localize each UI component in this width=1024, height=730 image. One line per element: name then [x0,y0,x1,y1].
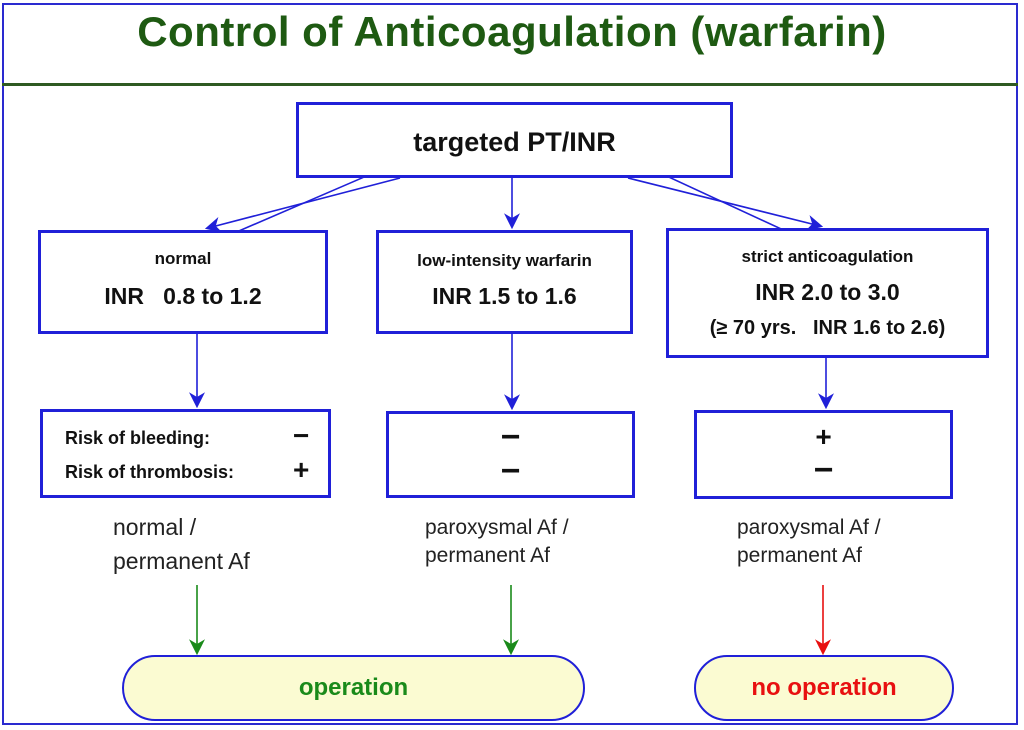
condition-line: paroxysmal Af / [737,516,881,539]
risk-thrombosis: Risk of thrombosis: [65,462,234,483]
risk-sign: − [500,452,521,490]
risk-label: Risk of bleeding: [65,428,211,448]
branch-inr: INR 1.5 to 1.6 [432,283,577,309]
diagram-frame [2,3,1018,725]
risk-sign: − [293,420,310,451]
root-box: targeted PT/INR [296,102,733,178]
risk-bleeding: Risk of bleeding: [65,428,210,449]
condition-line: permanent Af [425,544,550,567]
branch-normal-box: normal INR 0.8 to 1.2 [38,230,328,334]
outcome-no-operation: no operation [694,655,954,721]
diagram-title: Control of Anticoagulation (warfarin) [137,8,887,55]
outcome-operation: operation [122,655,585,721]
branch-note: (≥ 70 yrs. INR 1.6 to 2.6) [709,317,946,339]
branch-low-box: low-intensity warfarin INR 1.5 to 1.6 [376,230,633,334]
outcome-label: no operation [751,674,897,701]
risk-sign: + [815,421,832,452]
root-label: targeted PT/INR [413,127,616,157]
risk-sign: + [293,454,310,485]
title-divider [2,83,1018,86]
branch-heading: strict anticoagulation [741,247,914,266]
condition-line: permanent Af [737,544,862,567]
risk-sign: − [813,451,834,489]
risk-box-strict: + − [694,410,953,499]
branch-inr: INR 0.8 to 1.2 [104,283,262,309]
condition-strict: paroxysmal Af / permanent Af [737,514,881,570]
outcome-label: operation [298,674,409,701]
condition-line: normal / [113,514,197,540]
branch-inr: INR 2.0 to 3.0 [755,279,900,305]
branch-heading: normal [154,249,212,268]
risk-sign: − [500,418,521,456]
condition-line: permanent Af [113,548,250,574]
branch-heading: low-intensity warfarin [417,251,592,270]
risk-box-low: − − [386,411,635,498]
branch-strict-box: strict anticoagulation INR 2.0 to 3.0 (≥… [666,228,989,358]
risk-box-normal: Risk of bleeding: − Risk of thrombosis: … [40,409,331,498]
condition-normal: normal / permanent Af [113,512,250,576]
condition-line: paroxysmal Af / [425,516,569,539]
risk-label: Risk of thrombosis: [65,462,235,482]
condition-low: paroxysmal Af / permanent Af [425,514,569,570]
